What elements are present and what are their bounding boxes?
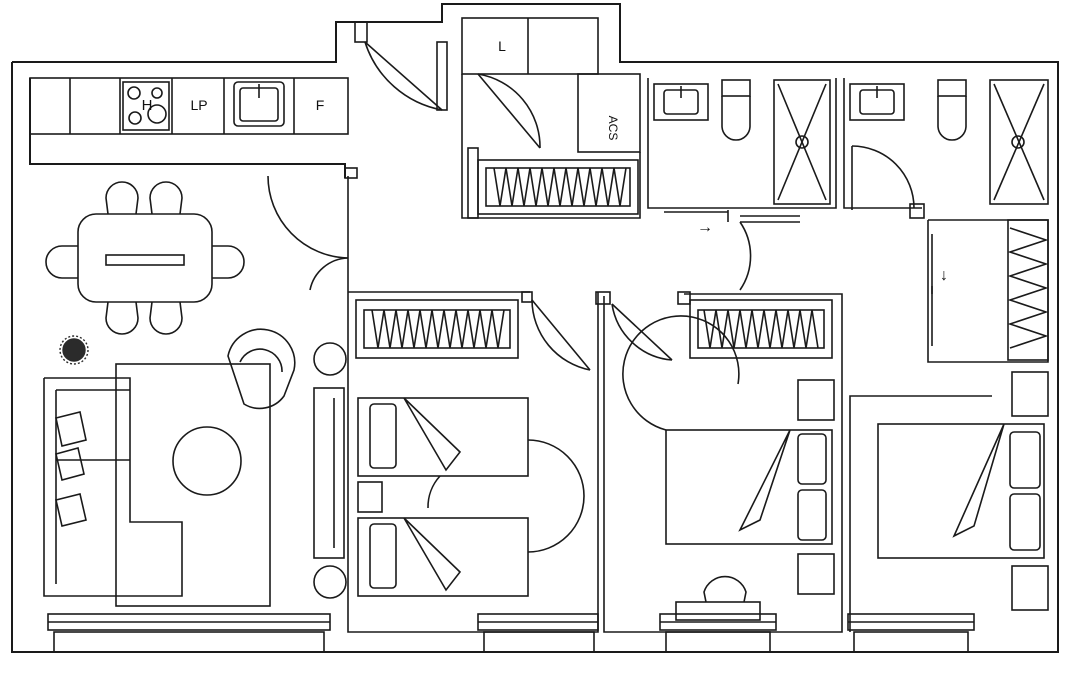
desk-chair [675,575,761,621]
tv-cabinet [313,342,347,599]
armchair [227,328,296,410]
fridge-label: F [316,97,325,113]
windows [47,613,975,653]
dining-chairs [45,181,245,335]
laundry-label: L [498,38,506,54]
coffee-table [172,426,242,496]
double-bed-1 [622,315,835,595]
bedroom-1-door [531,299,591,371]
hot-water-label: ACS [606,116,620,141]
plant [59,335,89,365]
kitchen-sink [233,81,285,127]
dressing-door-arrow: ↓ [940,267,948,284]
bedroom-1-walls [347,291,599,633]
utility-wardrobe [477,159,639,215]
dressing-room [927,219,1049,363]
bath-door-arrow: → [697,219,713,236]
hob [122,81,170,131]
rug [115,363,271,607]
sofa [43,377,183,597]
kitchen-counter [29,77,349,135]
bedroom-1-wardrobe [355,299,519,359]
living-door [267,167,358,292]
bedroom-2-wardrobe [689,299,833,359]
hob-label: H [142,97,153,114]
twin-beds [357,397,585,597]
double-bed-2 [877,423,1045,559]
dining-table [77,213,213,303]
bathroom-2 [843,78,1049,219]
bedroom-3-walls [849,371,1049,632]
entrance-door [354,21,448,111]
bathroom-1 [647,78,837,291]
dishwasher-label: LP [190,97,207,113]
